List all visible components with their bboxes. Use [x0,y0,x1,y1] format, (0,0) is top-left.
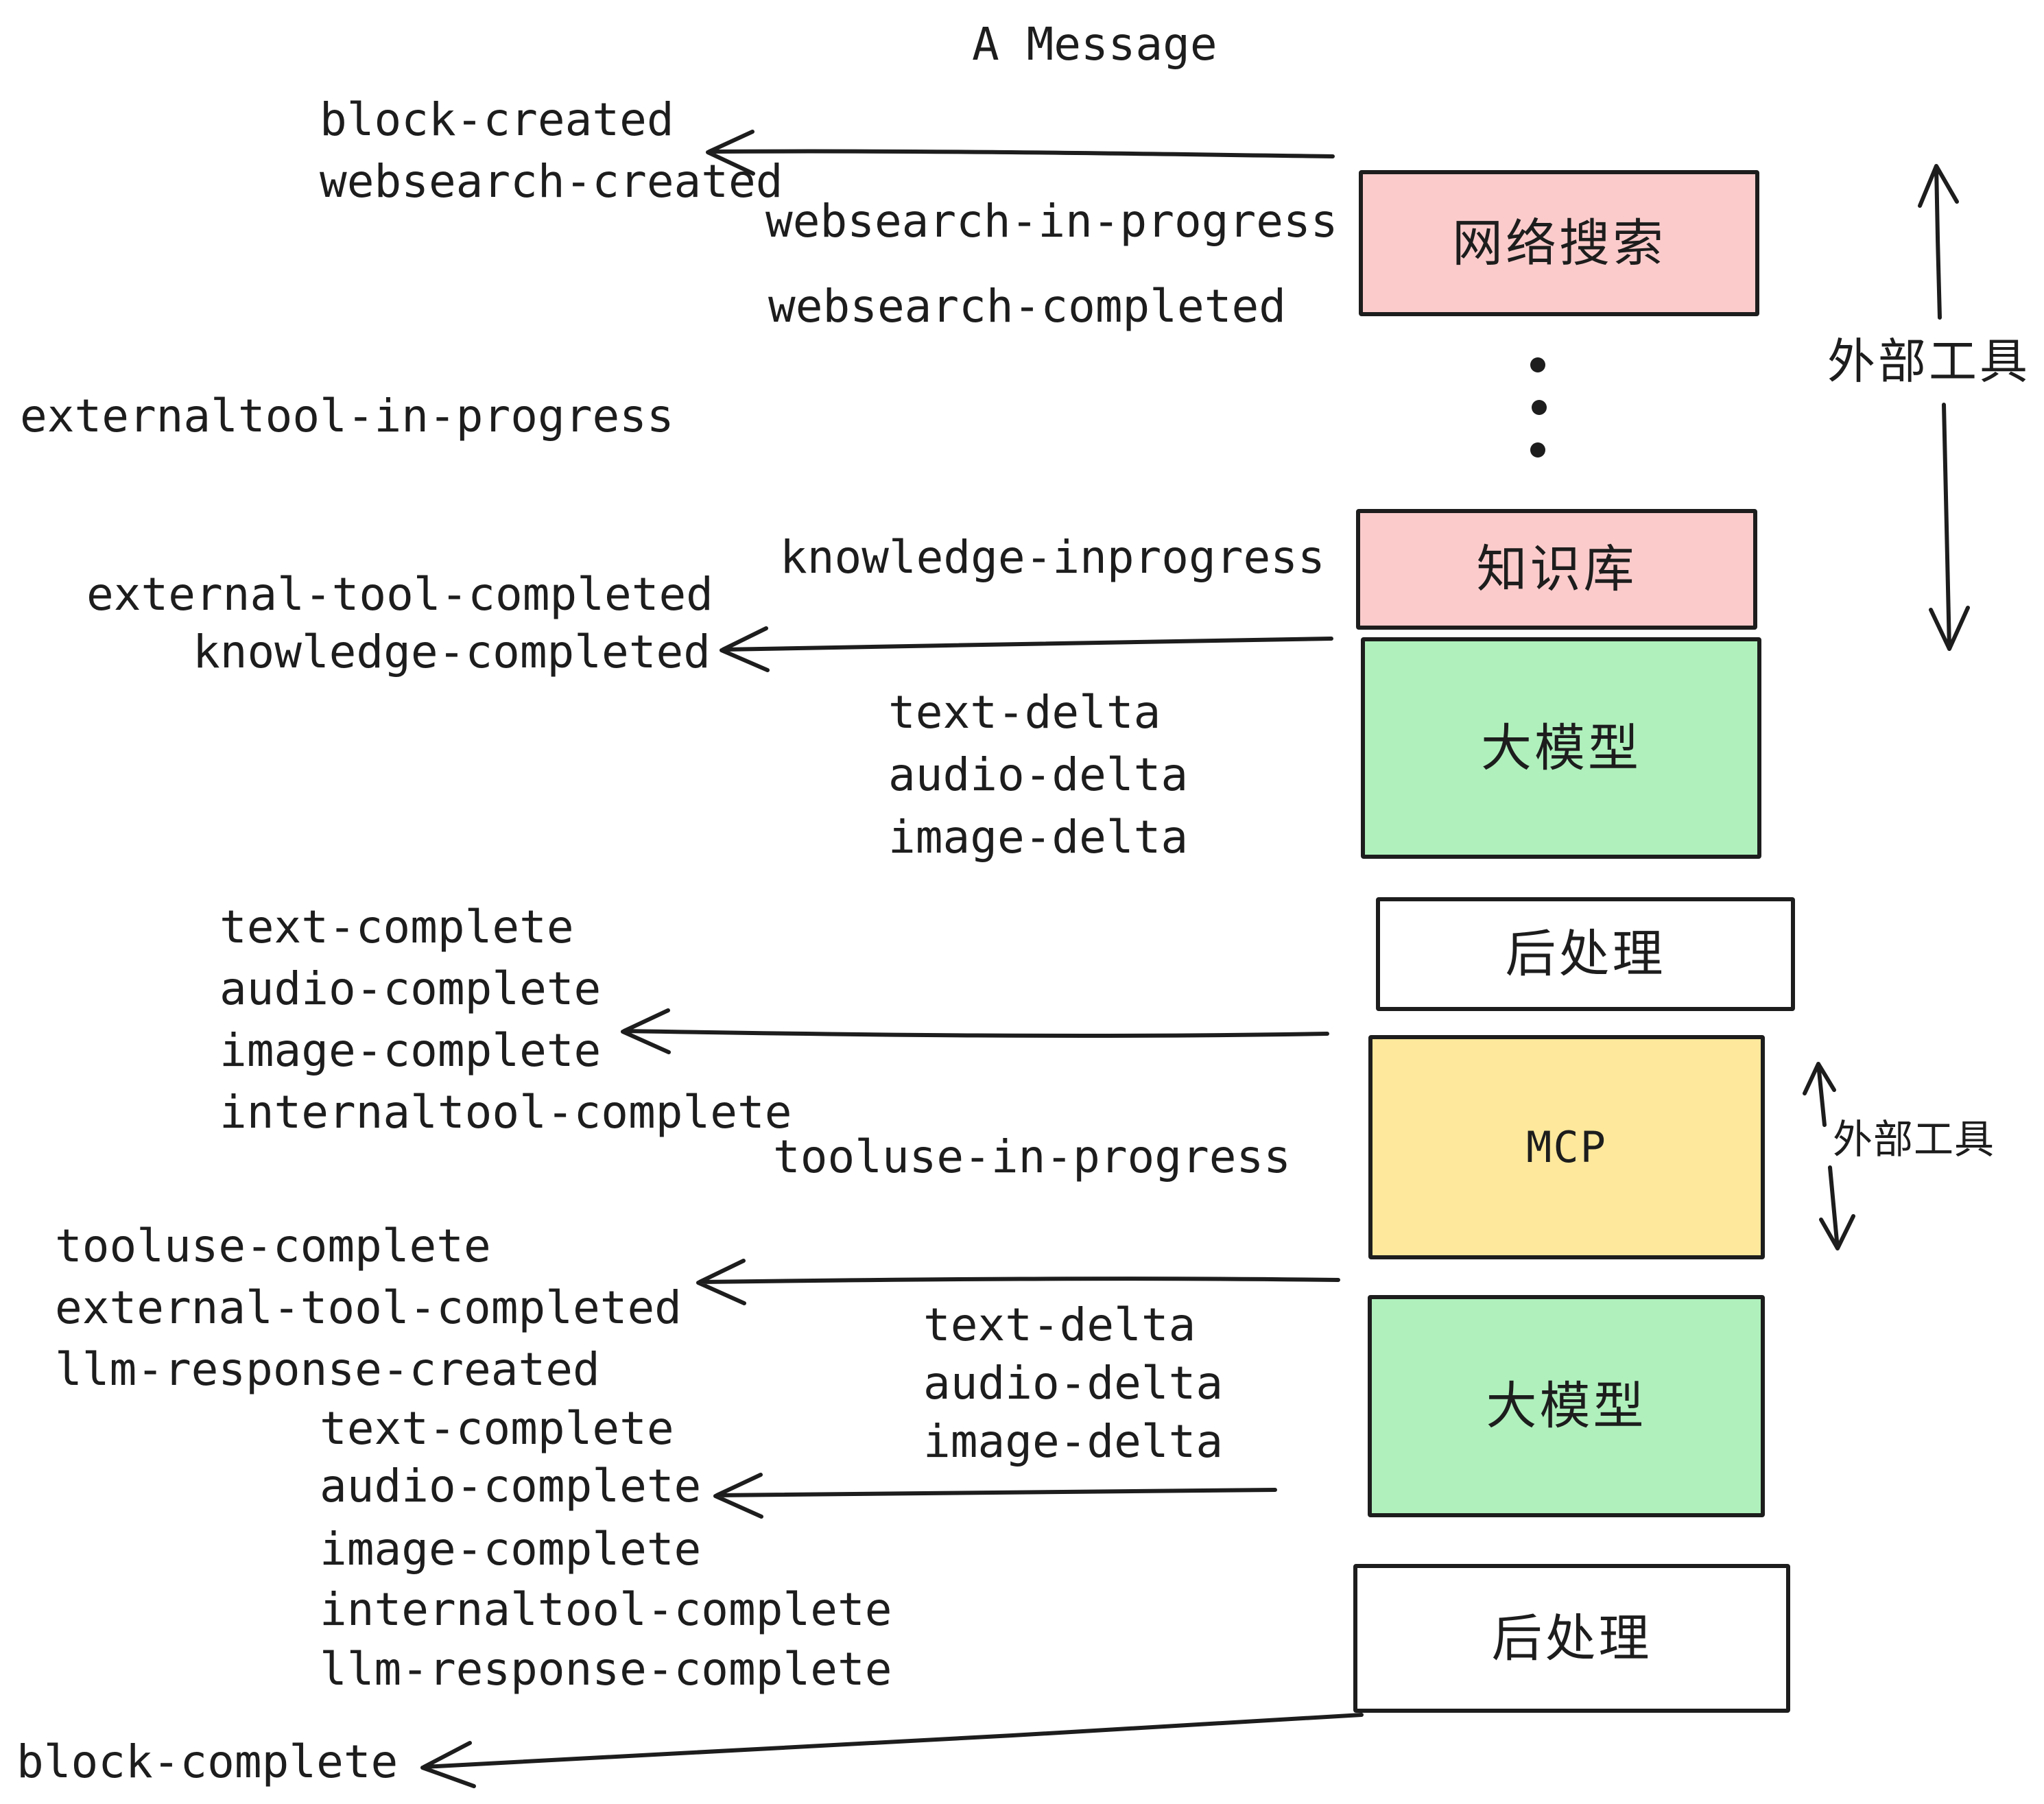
box-knowledge-base-label: 知识库 [1476,540,1637,599]
event-label-websearch-completed: websearch-completed [768,280,1286,333]
event-label-internaltool-complete: internaltool-complete [219,1086,792,1139]
event-label-tooluse-in-progress: tooluse-in-progress [773,1130,1291,1183]
box-mcp-label: MCP [1526,1121,1607,1172]
event-label-text-delta-2: text-delta [923,1298,1196,1351]
event-label-audio-complete-2: audio-complete [320,1460,702,1512]
arrow-postprocess-return-icon [621,1008,1329,1054]
diagram-title: A Message [972,18,1217,71]
arrow-llm2-return-icon [713,1473,1277,1519]
external-tools-label-mcp: 外部工具 [1833,1116,1995,1163]
event-label-image-delta: image-delta [888,811,1189,864]
event-label-websearch-created: websearch-created [320,155,783,208]
external-tools-down-arrow-icon [1929,403,1970,651]
event-label-block-complete: block-complete [16,1735,399,1788]
event-label-image-complete: image-complete [219,1024,602,1077]
box-llm-label: 大模型 [1481,718,1641,778]
external-tools-up-arrow-icon [1918,164,1959,320]
box-post-processing: 后处理 [1376,897,1795,1011]
arrow-block-complete-icon [420,1713,1364,1788]
event-label-knowledge-inprogress: knowledge-inprogress [780,531,1325,584]
arrow-mcp-return-icon [696,1259,1340,1305]
box-post-processing-2-label: 后处理 [1491,1609,1652,1668]
event-label-external-tool-completed: external-tool-completed [86,568,713,621]
event-label-llm-response-created: llm-response-created [55,1343,600,1396]
event-label-knowledge-completed: knowledge-completed [193,626,711,678]
arrow-websearch-return-icon [706,130,1335,176]
event-label-audio-delta-2: audio-delta [923,1357,1224,1410]
event-label-text-delta: text-delta [888,686,1161,739]
arrow-knowledge-return-icon [720,626,1333,672]
box-llm-2: 大模型 [1368,1295,1765,1517]
event-label-image-delta-2: image-delta [923,1415,1224,1468]
event-label-audio-complete: audio-complete [219,962,602,1015]
event-label-llm-response-complete: llm-response-complete [320,1643,892,1696]
box-post-processing-2: 后处理 [1353,1564,1790,1713]
external-tools-label-top: 外部工具 [1827,333,2030,390]
box-knowledge-base: 知识库 [1356,509,1757,630]
event-label-text-complete-2: text-complete [320,1402,674,1455]
ellipsis-dots-icon [1530,357,1547,458]
event-label-internaltool-complete-2: internaltool-complete [320,1583,892,1636]
box-post-processing-label: 后处理 [1505,925,1666,984]
event-label-websearch-in-progress: websearch-in-progress [765,195,1338,248]
box-web-search: 网络搜索 [1359,170,1759,316]
mcp-external-down-arrow-icon [1819,1165,1855,1250]
event-label-text-complete: text-complete [219,901,574,953]
mcp-external-up-arrow-icon [1803,1062,1836,1127]
box-llm-2-label: 大模型 [1486,1377,1647,1436]
event-label-image-complete-2: image-complete [320,1523,702,1576]
event-label-external-tool-completed-2: external-tool-completed [55,1281,682,1334]
event-label-tooluse-complete: tooluse-complete [55,1220,491,1272]
event-label-externaltool-in-progress: externaltool-in-progress [20,390,674,442]
box-mcp: MCP [1368,1035,1765,1259]
box-web-search-label: 网络搜索 [1452,213,1666,273]
box-llm: 大模型 [1361,637,1761,859]
event-label-block-created: block-created [320,93,674,146]
event-label-audio-delta: audio-delta [888,748,1189,801]
